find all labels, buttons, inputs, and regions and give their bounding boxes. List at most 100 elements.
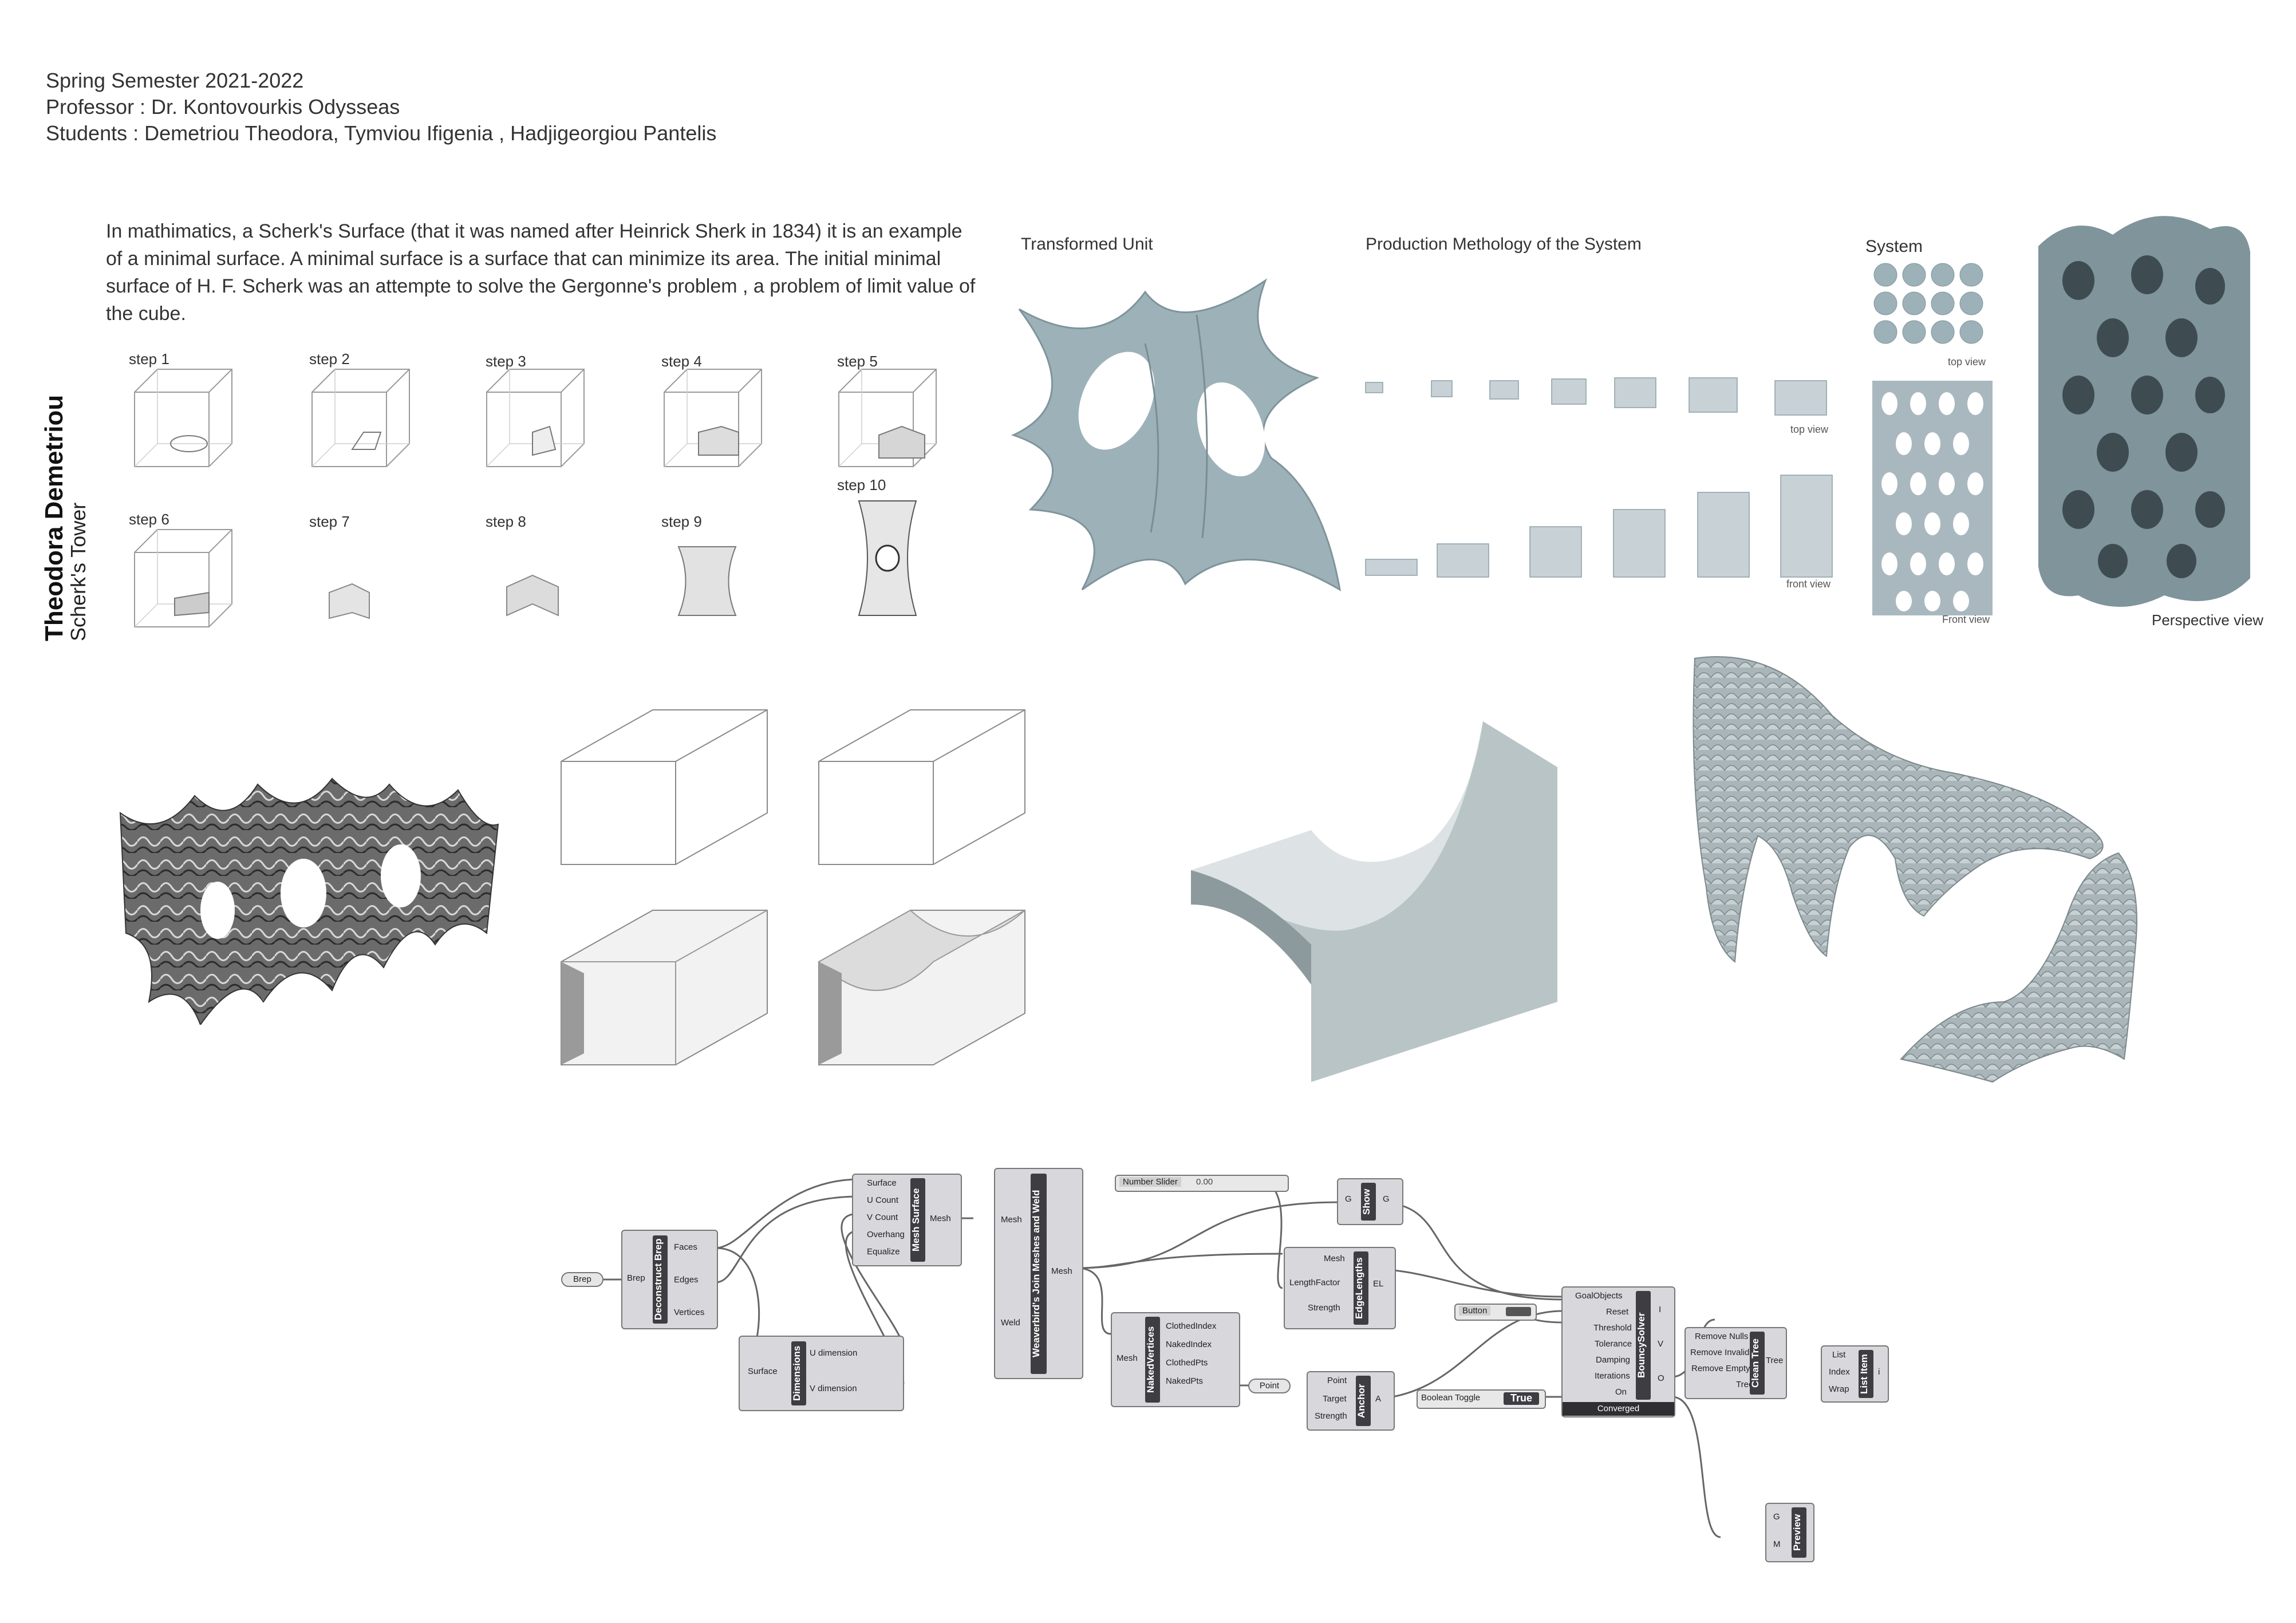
edgelengths-label: EdgeLengths <box>1354 1251 1368 1325</box>
step-9-diagram <box>677 546 737 616</box>
step-label: step 2 <box>309 350 350 368</box>
listitem-in-wrap: Wrap <box>1829 1384 1849 1394</box>
system-perspective-render <box>2038 216 2250 607</box>
system-top-view <box>1873 263 1983 344</box>
bouncysolver-in-iterations: Iterations <box>1595 1371 1630 1381</box>
boolean-toggle-value[interactable]: True <box>1504 1392 1539 1405</box>
listitem-in-index: Index <box>1829 1367 1850 1377</box>
cleantree-in-tree: Tree <box>1736 1380 1754 1389</box>
dimensions-label: Dimensions <box>791 1341 806 1405</box>
show-out-g: G <box>1383 1194 1390 1204</box>
number-slider[interactable]: Number Slider 0.00 <box>1115 1175 1289 1192</box>
listitem-out-i: i <box>1878 1367 1880 1377</box>
cleantree-node[interactable]: Remove Nulls Remove Invalid Remove Empty… <box>1684 1327 1787 1399</box>
mesh-surface-in-vcount: V Count <box>867 1213 898 1222</box>
deconstruct-out-vertices: Vertices <box>674 1308 705 1317</box>
step-7-diagram <box>329 583 370 619</box>
nakedvertices-out-clothedpts: ClothedPts <box>1166 1358 1208 1368</box>
transformed-unit-title: Transformed Unit <box>1021 235 1153 254</box>
bouncysolver-out-o: O <box>1658 1373 1664 1383</box>
step-label: step 9 <box>661 513 702 530</box>
perspective-label: Perspective view <box>2152 611 2264 629</box>
button-label: Button <box>1459 1306 1491 1316</box>
bouncysolver-in-damping: Damping <box>1596 1355 1631 1365</box>
anchor-in-target: Target <box>1323 1394 1347 1404</box>
step-3-diagram <box>486 369 585 467</box>
dimensions-out-v: V dimension <box>810 1384 857 1393</box>
edgelengths-out-el: EL <box>1373 1279 1384 1289</box>
textured-surface-render <box>119 777 499 1025</box>
mesh-surface-in-surface: Surface <box>867 1178 897 1188</box>
show-in-g: G <box>1345 1194 1352 1204</box>
mesh-surface-in-equalize: Equalize <box>867 1247 900 1257</box>
button-component[interactable]: Button <box>1454 1304 1537 1321</box>
deconstruct-in-brep: Brep <box>627 1273 645 1283</box>
step-label: step 7 <box>309 513 350 530</box>
step-label: step 10 <box>837 476 886 493</box>
brep-param[interactable]: Brep <box>561 1272 603 1287</box>
preview-in-m: M <box>1773 1539 1781 1549</box>
system-front-view-label: Front view <box>1942 614 1990 625</box>
boolean-toggle[interactable]: Boolean Toggle True <box>1417 1389 1546 1409</box>
bouncysolver-out-v: V <box>1658 1339 1664 1349</box>
nakedvertices-node[interactable]: Mesh NakedVertices ClothedIndex NakedInd… <box>1111 1312 1240 1407</box>
edgelengths-in-lengthfactor: LengthFactor <box>1289 1278 1340 1288</box>
box-construction-diagrams <box>561 709 1025 1065</box>
cleantree-in-removeinvalid: Remove Invalid <box>1690 1348 1750 1357</box>
steps-panel: step 1 step 2 step 3 step 4 step 5 step … <box>0 0 1002 641</box>
nakedvertices-out-nakedpts: NakedPts <box>1166 1376 1204 1386</box>
step-1-diagram <box>134 369 232 467</box>
nakedvertices-label: NakedVertices <box>1145 1317 1160 1403</box>
bouncysolver-in-goalobjects: GoalObjects <box>1575 1291 1623 1301</box>
preview-node[interactable]: G M Preview <box>1765 1503 1814 1562</box>
boolean-toggle-label: Boolean Toggle <box>1421 1393 1481 1403</box>
header-students: Students : Demetriou Theodora, Tymviou I… <box>46 121 717 145</box>
edgelengths-in-mesh: Mesh <box>1324 1254 1345 1263</box>
bouncysolver-in-threshold: Threshold <box>1593 1323 1632 1333</box>
bouncysolver-out-i: I <box>1659 1305 1662 1314</box>
mesh-surface-in-overhang: Overhang <box>867 1230 905 1239</box>
anchor-in-point: Point <box>1327 1376 1347 1385</box>
step-10-diagram <box>858 500 917 616</box>
show-node[interactable]: G Show G <box>1337 1178 1403 1225</box>
intro-paragraph: In mathimatics, a Scherk's Surface (that… <box>106 220 976 325</box>
edgelengths-node[interactable]: Mesh LengthFactor Strength EdgeLengths E… <box>1284 1247 1396 1329</box>
button-face[interactable] <box>1506 1307 1531 1316</box>
cleantree-out-tree: Tree <box>1766 1356 1784 1365</box>
edgelengths-in-strength: Strength <box>1308 1303 1340 1313</box>
weaverbird-in-weld: Weld <box>1001 1318 1020 1328</box>
system-front-view <box>1872 381 1993 615</box>
step-6-diagram <box>134 529 232 627</box>
dimensions-node[interactable]: Surface Dimensions U dimension V dimensi… <box>739 1336 904 1411</box>
weaverbird-label: Weaverbird's Join Meshes and Weld <box>1031 1174 1047 1374</box>
preview-label: Preview <box>1792 1507 1806 1558</box>
header-semester: Spring Semester 2021-2022 <box>46 69 304 92</box>
anchor-node[interactable]: Point Target Strength Anchor A <box>1307 1371 1395 1431</box>
production-diagram <box>1365 377 1833 578</box>
bouncysolver-in-on: On <box>1615 1387 1627 1397</box>
bouncysolver-in-reset: Reset <box>1606 1307 1629 1317</box>
weaverbird-in-mesh: Mesh <box>1001 1215 1022 1225</box>
listitem-in-list: List <box>1832 1350 1846 1360</box>
bouncysolver-node[interactable]: GoalObjects Reset Threshold Tolerance Da… <box>1561 1286 1675 1417</box>
step-4-diagram <box>664 369 762 467</box>
header-professor: Professor : Dr. Kontovourkis Odysseas <box>46 95 400 119</box>
number-slider-label: Number Slider <box>1119 1177 1181 1187</box>
step-label: step 6 <box>129 511 169 528</box>
step-label: step 1 <box>129 350 169 368</box>
nakedvertices-out-clothedindex: ClothedIndex <box>1166 1321 1217 1331</box>
mesh-surface-label: Mesh Surface <box>910 1178 925 1262</box>
deconstruct-brep-node[interactable]: Brep Deconstruct Brep Faces Edges Vertic… <box>621 1230 718 1329</box>
step-drawings <box>134 369 937 627</box>
production-front-view-label: front view <box>1786 578 1831 590</box>
listitem-node[interactable]: List Index Wrap List Item i <box>1821 1345 1889 1403</box>
step-label: step 4 <box>661 353 702 370</box>
mesh-surface-in-ucount: U Count <box>867 1195 899 1205</box>
step-2-diagram <box>311 369 410 467</box>
deconstruct-out-faces: Faces <box>674 1242 697 1252</box>
point-param[interactable]: Point <box>1248 1379 1291 1393</box>
shell-renders <box>1693 656 2137 1083</box>
weaverbird-node[interactable]: Mesh Weld Weaverbird's Join Meshes and W… <box>994 1168 1083 1379</box>
deconstruct-brep-label: Deconstruct Brep <box>653 1235 668 1324</box>
mesh-surface-node[interactable]: Surface U Count V Count Overhang Equaliz… <box>852 1174 962 1266</box>
